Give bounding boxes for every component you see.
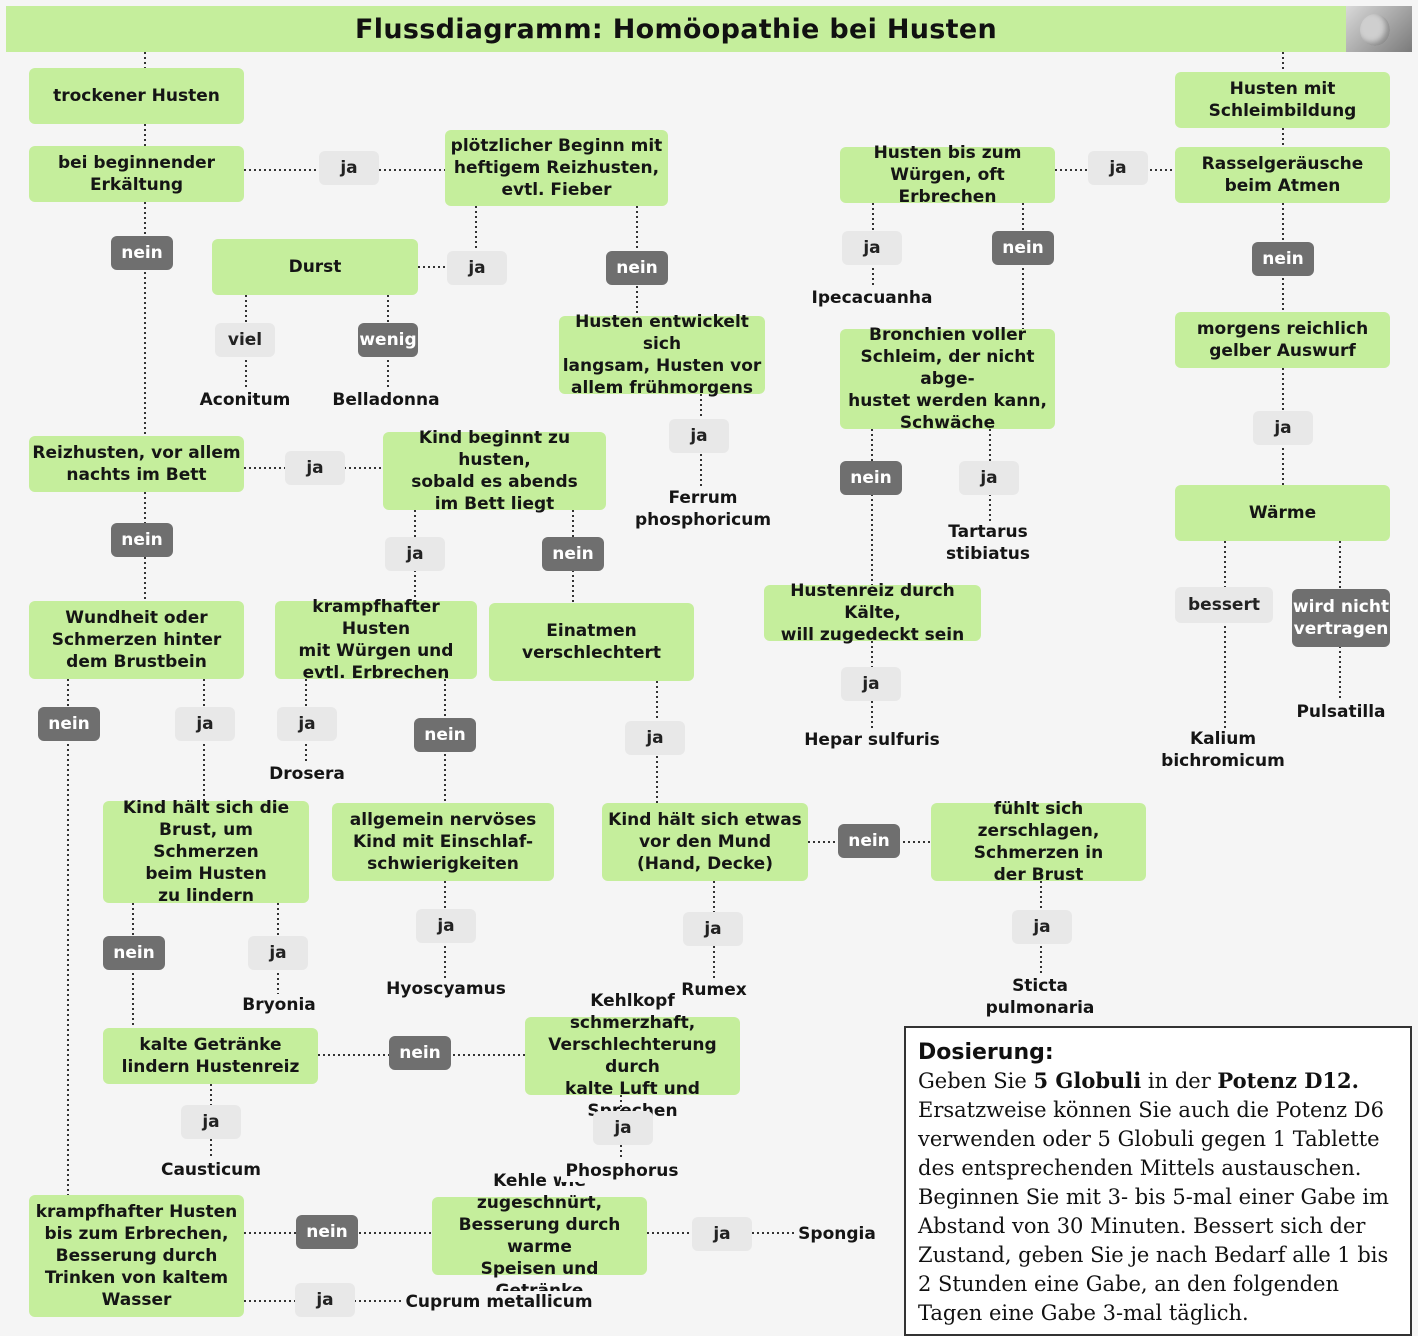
node-ploetzlicher-beginn: plötzlicher Beginn mit heftigem Reizhust… (445, 130, 668, 206)
answer-nein: nein (111, 236, 173, 270)
remedy-causticum: Causticum (158, 1159, 264, 1181)
remedy-hyoscyamus: Hyoscyamus (384, 978, 508, 1000)
answer-ja: ja (959, 461, 1019, 495)
node-nervoes: allgemein nervöses Kind mit Einschlaf- s… (332, 803, 554, 881)
node-kalte-getraenke: kalte Getränke lindern Hustenreiz (103, 1028, 318, 1084)
answer-ja: ja (593, 1111, 653, 1145)
answer-ja: ja (669, 419, 729, 453)
node-kehle: Kehle wie zugeschnürt, Besserung durch w… (432, 1171, 647, 1301)
node-durst: Durst (212, 239, 418, 295)
answer-ja: ja (447, 251, 507, 285)
remedy-sticta: Sticta pulmonaria (980, 975, 1100, 1019)
answer-ja: ja (181, 1105, 241, 1139)
answer-nein: nein (103, 936, 165, 970)
answer-nein: nein (840, 461, 902, 495)
answer-nein: nein (992, 231, 1054, 265)
answer-nein: nein (606, 251, 668, 285)
node-hustenreiz-kaelte: Hustenreiz durch Kälte, will zugedeckt s… (764, 581, 981, 645)
child-photo (1346, 6, 1412, 52)
answer-ja: ja (683, 912, 743, 946)
node-kehlkopf: Kehlkopf schmerzhaft, Verschlechterung d… (525, 991, 740, 1121)
node-krampfhafter-wuergen: krampfhafter Husten mit Würgen und evtl.… (275, 597, 477, 683)
answer-ja: ja (692, 1217, 752, 1251)
node-beginnende-erkaeltung: bei beginnender Erkältung (29, 146, 244, 202)
node-kind-mund: Kind hält sich etwas vor den Mund (Hand,… (602, 803, 808, 881)
answer-ja: ja (285, 451, 345, 485)
answer-ja: ja (295, 1283, 355, 1317)
answer-nein: nein (1252, 242, 1314, 276)
answer-ja: ja (1088, 151, 1148, 185)
remedy-kalium: Kalium bichromicum (1159, 728, 1287, 772)
condition-viel: viel (215, 323, 275, 357)
remedy-pulsatilla: Pulsatilla (1291, 701, 1391, 723)
node-einatmen: Einatmen verschlechtert (489, 603, 694, 681)
dosage-intro-mid: in der (1141, 1069, 1218, 1093)
node-morgens-auswurf: morgens reichlich gelber Auswurf (1175, 312, 1390, 368)
remedy-ipecacuanha: Ipecacuanha (810, 287, 934, 309)
answer-ja: ja (841, 667, 901, 701)
answer-ja: ja (842, 231, 902, 265)
remedy-bryonia: Bryonia (236, 994, 322, 1016)
condition-wenig: wenig (358, 323, 418, 357)
node-trockener-husten: trockener Husten (29, 68, 244, 124)
node-zerschlagen: fühlt sich zerschlagen, Schmerzen in der… (931, 799, 1146, 885)
remedy-phosphorus: Phosphorus (561, 1160, 683, 1182)
dosage-intro: Geben Sie (918, 1069, 1034, 1093)
node-reizhusten-nachts: Reizhusten, vor allem nachts im Bett (29, 436, 244, 492)
remedy-drosera: Drosera (262, 763, 352, 785)
remedy-aconitum: Aconitum (196, 389, 294, 411)
node-krampfhafter-erbrechen: krampfhafter Husten bis zum Erbrechen, B… (29, 1195, 244, 1317)
node-kind-brust: Kind hält sich die Brust, um Schmerzen b… (103, 798, 309, 906)
answer-nein: nein (389, 1036, 451, 1070)
child-face-icon (1360, 14, 1390, 46)
answer-nein: nein (296, 1215, 358, 1249)
answer-ja: ja (319, 151, 379, 185)
answer-nein: nein (542, 537, 604, 571)
answer-ja: ja (385, 537, 445, 571)
dosage-title: Dosierung: (918, 1040, 1054, 1065)
node-rasselgeraeusche: Rasselgeräusche beim Atmen (1175, 147, 1390, 203)
answer-ja: ja (1253, 411, 1313, 445)
dosage-potency: Potenz D12. (1217, 1068, 1359, 1093)
node-schleimbildung: Husten mit Schleimbildung (1175, 72, 1390, 128)
dosage-text: Ersatzweise können Sie auch die Potenz D… (918, 1098, 1389, 1325)
answer-ja: ja (625, 721, 685, 755)
remedy-spongia: Spongia (795, 1223, 879, 1245)
remedy-hepar: Hepar sulfuris (802, 729, 942, 751)
remedy-belladonna: Belladonna (328, 389, 444, 411)
answer-ja: ja (248, 936, 308, 970)
node-waerme: Wärme (1175, 485, 1390, 541)
answer-ja: ja (1012, 910, 1072, 944)
diagram-title: Flussdiagramm: Homöopathie bei Husten (6, 6, 1346, 52)
node-bronchien: Bronchien voller Schleim, der nicht abge… (840, 325, 1055, 433)
remedy-rumex: Rumex (676, 979, 752, 1001)
dosage-box: Dosierung: Geben Sie 5 Globuli in der Po… (904, 1026, 1412, 1336)
answer-nein: nein (38, 707, 100, 741)
remedy-cuprum: Cuprum metallicum (404, 1291, 594, 1313)
condition-wird-nicht-vertragen: wird nicht vertragen (1292, 589, 1390, 647)
dosage-globuli: 5 Globuli (1033, 1068, 1142, 1093)
condition-bessert: bessert (1175, 587, 1273, 623)
node-husten-langsam: Husten entwickelt sich langsam, Husten v… (559, 312, 765, 398)
remedy-tartarus: Tartarus stibiatus (938, 521, 1038, 565)
answer-ja: ja (416, 909, 476, 943)
remedy-ferrum: Ferrum phosphoricum (632, 487, 774, 531)
node-kind-abends: Kind beginnt zu husten, sobald es abends… (383, 428, 606, 514)
node-wundheit: Wundheit oder Schmerzen hinter dem Brust… (29, 601, 244, 679)
answer-nein: nein (111, 523, 173, 557)
answer-nein: nein (838, 824, 900, 858)
answer-ja: ja (175, 707, 235, 741)
answer-nein: nein (414, 718, 476, 752)
node-husten-wuergen: Husten bis zum Würgen, oft Erbrechen (840, 143, 1055, 207)
answer-ja: ja (277, 707, 337, 741)
